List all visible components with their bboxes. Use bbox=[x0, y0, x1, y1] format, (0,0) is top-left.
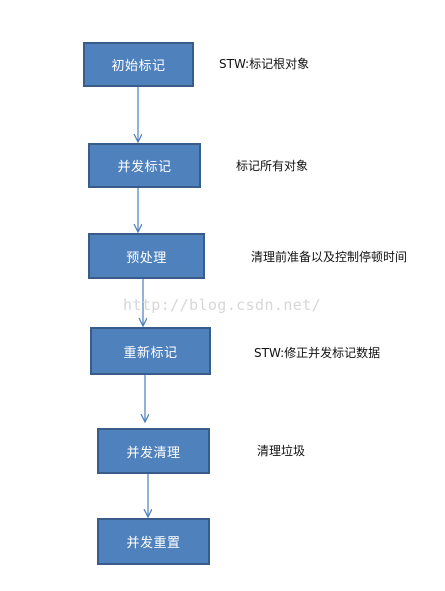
watermark-text: http://blog.csdn.net/ bbox=[123, 296, 322, 314]
step-label: 预处理 bbox=[126, 250, 167, 266]
step-initial-mark: 初始标记 bbox=[83, 42, 194, 87]
step-preclean: 预处理 bbox=[88, 233, 205, 279]
step-concurrent-reset: 并发重置 bbox=[97, 518, 210, 565]
step-concurrent-sweep: 并发清理 bbox=[97, 428, 210, 474]
step-label: 重新标记 bbox=[123, 345, 178, 361]
note-concurrent-mark: 标记所有对象 bbox=[236, 159, 309, 173]
step-label: 并发标记 bbox=[117, 160, 172, 175]
note-initial-mark: STW:标记根对象 bbox=[219, 57, 310, 71]
step-label: 初始标记 bbox=[111, 59, 166, 74]
note-preclean: 清理前准备以及控制停顿时间 bbox=[251, 250, 408, 264]
step-concurrent-mark: 并发标记 bbox=[88, 143, 201, 188]
step-remark: 重新标记 bbox=[90, 327, 211, 375]
note-remark: STW:修正并发标记数据 bbox=[254, 346, 381, 360]
note-concurrent-sweep: 清理垃圾 bbox=[257, 444, 306, 458]
step-label: 并发清理 bbox=[126, 445, 181, 461]
step-label: 并发重置 bbox=[126, 536, 181, 551]
